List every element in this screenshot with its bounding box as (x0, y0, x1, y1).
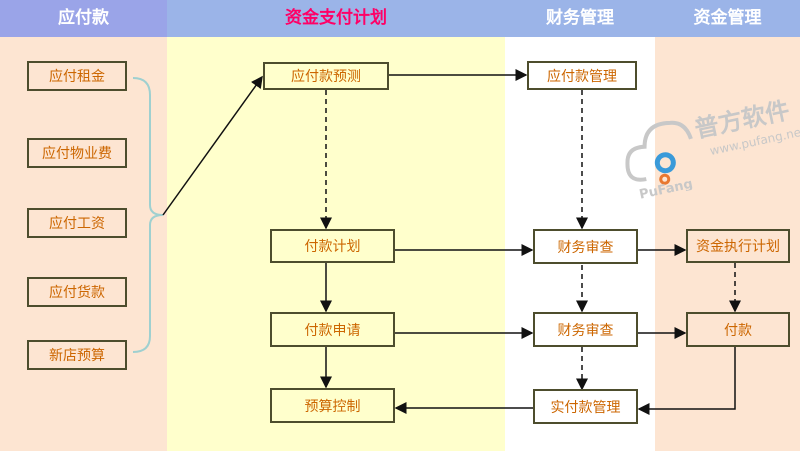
node-review-2[interactable]: 财务审查 (533, 312, 638, 347)
lane-header-payables: 应付款 (0, 0, 167, 37)
node-payable-mgmt[interactable]: 应付款管理 (527, 61, 637, 90)
payable-salary[interactable]: 应付工资 (27, 208, 127, 238)
lane-header-payment-plan: 资金支付计划 (167, 0, 505, 37)
lane-header-fund: 资金管理 (655, 0, 800, 37)
node-review-1[interactable]: 财务审查 (533, 229, 638, 264)
payable-rent[interactable]: 应付租金 (27, 61, 127, 91)
arrow-payment-to-actual (637, 347, 736, 415)
payable-property-fee[interactable]: 应付物业费 (27, 138, 127, 168)
brace (132, 77, 164, 353)
node-payment[interactable]: 付款 (686, 312, 790, 347)
node-budget-control[interactable]: 预算控制 (270, 388, 395, 423)
arrow-brace-to-forecast (162, 75, 263, 216)
watermark-logo: 普方软件 www.pufang.net PuFang (612, 77, 800, 206)
payable-goods[interactable]: 应付货款 (27, 277, 127, 307)
node-actual-pay-mgmt[interactable]: 实付款管理 (533, 389, 638, 424)
node-pay-plan[interactable]: 付款计划 (270, 229, 395, 263)
node-fund-plan[interactable]: 资金执行计划 (686, 229, 790, 263)
payable-new-store-budget[interactable]: 新店预算 (27, 340, 127, 370)
node-pay-request[interactable]: 付款申请 (270, 312, 395, 347)
lane-fund (655, 0, 800, 451)
lane-header-finance: 财务管理 (505, 0, 655, 37)
node-forecast[interactable]: 应付款预测 (263, 62, 389, 90)
